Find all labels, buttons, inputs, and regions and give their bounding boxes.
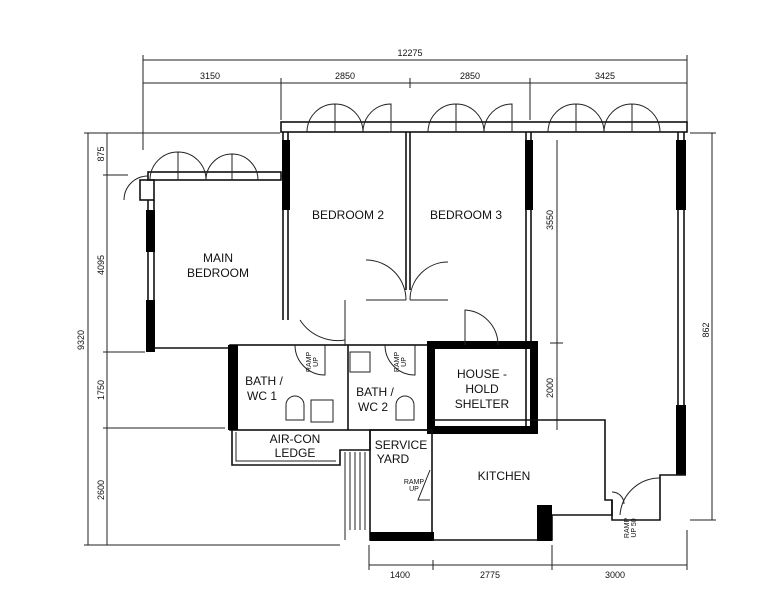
dim-left-1: 875: [96, 146, 106, 161]
dim-bottom-1: 1400: [390, 570, 410, 580]
sink-icon: [310, 399, 334, 423]
dim-top-4: 3425: [595, 71, 615, 81]
label-aircon-2: LEDGE: [275, 446, 316, 460]
label-bath1-1: BATH /: [245, 374, 283, 388]
ramp-label: RAMP: [624, 518, 631, 539]
label-service-1: SERVICE: [375, 438, 427, 452]
label-service-2: YARD: [377, 452, 410, 466]
dimension-labels: 12275 3150 2850 2850 3425 9320 875 4095 …: [76, 48, 711, 580]
label-aircon-1: AIR-CON: [270, 432, 321, 446]
dimension-lines: [84, 55, 716, 570]
dim-left-3: 1750: [96, 380, 106, 400]
ramp-labels: RAMP UP RAMP UP RAMP UP RAMP UP 50: [306, 352, 638, 539]
ramp-up50-label: UP 50: [631, 518, 638, 537]
dim-right-top: 3550: [545, 210, 555, 230]
toilet-icon: [395, 395, 415, 421]
dim-right-mid: 2000: [545, 378, 555, 398]
walls: [139, 121, 688, 541]
ramp-up-label: UP: [313, 357, 320, 367]
label-main-bedroom-1: MAIN: [203, 251, 233, 265]
label-bath2-1: BATH /: [356, 385, 394, 399]
dim-right-total: 862: [701, 322, 711, 337]
ramp-label: RAMP: [404, 479, 425, 486]
doors: [123, 103, 661, 516]
dim-left-total: 9320: [76, 330, 86, 350]
label-bedroom-3: BEDROOM 3: [430, 208, 502, 222]
dim-bottom-2: 2775: [480, 570, 500, 580]
label-bedroom-2: BEDROOM 2: [312, 208, 384, 222]
dim-top-1: 3150: [200, 71, 220, 81]
dim-left-4: 2600: [96, 480, 106, 500]
dim-bottom-3: 3000: [605, 570, 625, 580]
label-shelter-2: HOLD: [465, 382, 499, 396]
label-kitchen: KITCHEN: [478, 469, 531, 483]
ramp-up-label: UP: [409, 486, 419, 493]
dim-top-3: 2850: [460, 71, 480, 81]
toilet-icon: [285, 395, 305, 421]
label-shelter-1: HOUSE -: [457, 367, 507, 381]
dim-left-2: 4095: [96, 255, 106, 275]
ramp-up-label: UP: [401, 357, 408, 367]
fixtures: [285, 351, 415, 423]
dim-overall-width: 12275: [397, 48, 422, 58]
room-labels: MAIN BEDROOM BEDROOM 2 BEDROOM 3 BATH / …: [187, 208, 530, 483]
shower-icon: [349, 351, 371, 373]
ramp-label: RAMP: [306, 352, 313, 373]
label-bath2-2: WC 2: [358, 400, 388, 414]
label-shelter-3: SHELTER: [455, 397, 510, 411]
ramp-label: RAMP: [394, 352, 401, 373]
label-main-bedroom-2: BEDROOM: [187, 266, 249, 280]
label-bath1-2: WC 1: [247, 389, 277, 403]
dim-top-2: 2850: [335, 71, 355, 81]
